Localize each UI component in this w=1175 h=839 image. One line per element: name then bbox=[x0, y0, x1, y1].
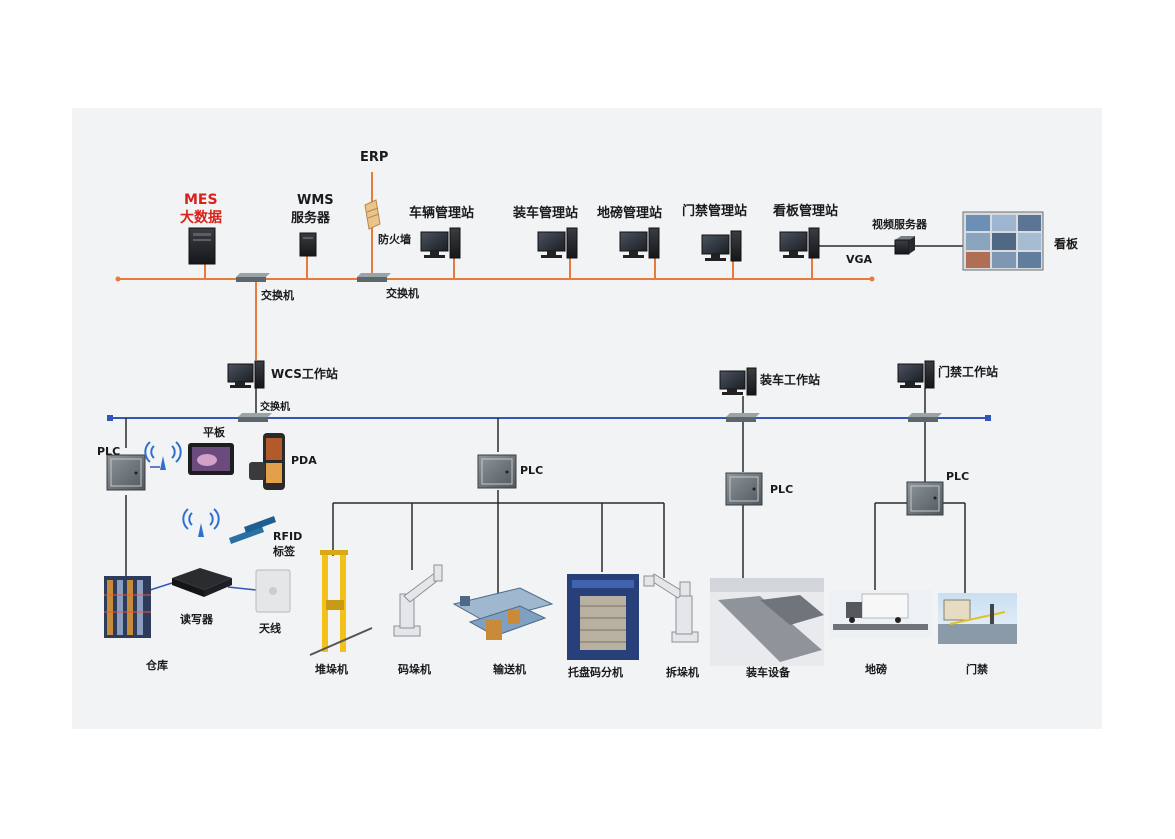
upper-network-bus bbox=[115, 172, 875, 360]
mes-server-icon bbox=[188, 227, 216, 265]
video-server-icon bbox=[894, 236, 915, 255]
vehicle-station-label: 车辆管理站 bbox=[409, 206, 475, 221]
field-wires bbox=[125, 385, 966, 595]
gate-station-computer-icon bbox=[701, 230, 742, 262]
stacker-label: 堆垛机 bbox=[315, 663, 348, 676]
antenna-label: 天线 bbox=[259, 622, 281, 635]
erp-label: ERP bbox=[360, 150, 389, 165]
switch-icon bbox=[726, 413, 760, 422]
wcs-station-label: WCS工作站 bbox=[271, 367, 338, 381]
wifi-icon bbox=[182, 508, 220, 537]
switch-icon bbox=[908, 413, 942, 422]
reader-label: 读写器 bbox=[180, 613, 213, 626]
vga-label: VGA bbox=[846, 253, 873, 266]
tablet-label: 平板 bbox=[203, 426, 225, 439]
board-station-label: 看板管理站 bbox=[773, 204, 839, 219]
firewall-label: 防火墙 bbox=[378, 233, 411, 246]
gate-work-station-label: 门禁工作站 bbox=[938, 365, 999, 379]
weighbridge-image bbox=[829, 590, 932, 638]
gate-image bbox=[938, 593, 1017, 644]
pda-label: PDA bbox=[291, 454, 317, 467]
wms-server-icon bbox=[299, 232, 317, 257]
vehicle-station-computer-icon bbox=[420, 227, 461, 259]
plc-label: PLC bbox=[946, 470, 970, 483]
plc-label: PLC bbox=[97, 445, 121, 458]
conveyor-label: 输送机 bbox=[493, 663, 526, 676]
gate-work-station-computer-icon bbox=[897, 360, 935, 389]
weighbridge-station-computer-icon bbox=[619, 227, 660, 259]
plc-cabinet-icon bbox=[725, 472, 763, 506]
pallet-dispenser-label: 托盘码分机 bbox=[568, 666, 623, 679]
antenna-icon bbox=[255, 569, 291, 613]
plc-label: PLC bbox=[520, 464, 544, 477]
switch-icon bbox=[357, 273, 391, 282]
pda-icon bbox=[249, 433, 285, 490]
plc-cabinet-icon bbox=[106, 454, 146, 491]
wcs-station-computer-icon bbox=[227, 360, 265, 389]
loading-equipment-label: 装车设备 bbox=[746, 666, 790, 679]
warehouse-image bbox=[104, 576, 151, 638]
palletizer-robot-image bbox=[393, 564, 443, 637]
plc-label: PLC bbox=[770, 483, 794, 496]
board-label: 看板 bbox=[1054, 237, 1079, 251]
rfid-tag-label: 标签 bbox=[273, 545, 295, 558]
rfid-tag-icon bbox=[229, 516, 276, 544]
rfid-label: RFID bbox=[273, 530, 303, 543]
gate-label: 门禁 bbox=[966, 663, 988, 676]
firewall-icon bbox=[364, 199, 381, 230]
rfid-wires bbox=[149, 466, 257, 591]
conveyor-image bbox=[452, 587, 554, 640]
mes-label: MES bbox=[184, 192, 218, 208]
gate-station-label: 门禁管理站 bbox=[682, 204, 748, 219]
loading-work-station-computer-icon bbox=[719, 367, 757, 396]
video-server-label: 视频服务器 bbox=[872, 218, 927, 231]
loading-station-label: 装车管理站 bbox=[513, 206, 579, 221]
board-station-computer-icon bbox=[779, 227, 820, 259]
depalletizer-label: 拆垛机 bbox=[666, 666, 699, 679]
switch-icon bbox=[238, 413, 272, 422]
loading-station-computer-icon bbox=[537, 227, 578, 259]
big-data-label: 大数据 bbox=[180, 210, 222, 226]
stacker-crane-image bbox=[309, 550, 373, 656]
wms-label: WMS bbox=[297, 193, 334, 208]
plc-cabinet-icon bbox=[906, 481, 944, 516]
switch-label: 交换机 bbox=[260, 402, 290, 413]
switch-icon bbox=[236, 273, 270, 282]
video-wall-icon bbox=[962, 211, 1044, 271]
tablet-icon bbox=[188, 443, 234, 475]
switch-label: 交换机 bbox=[261, 289, 294, 302]
rfid-reader-icon bbox=[172, 568, 232, 597]
wifi-icon bbox=[144, 441, 182, 470]
palletizer-label: 码垛机 bbox=[398, 663, 431, 676]
weighbridge-label: 地磅 bbox=[865, 663, 887, 676]
switch-label: 交换机 bbox=[386, 287, 419, 300]
pallet-dispenser-image bbox=[567, 574, 639, 660]
warehouse-label: 仓库 bbox=[146, 659, 168, 672]
plc-cabinet-icon bbox=[477, 454, 517, 489]
loading-work-station-label: 装车工作站 bbox=[760, 373, 821, 387]
wms-server-label: 服务器 bbox=[291, 211, 331, 226]
loading-equipment-image bbox=[710, 578, 824, 666]
weighbridge-station-label: 地磅管理站 bbox=[597, 206, 663, 221]
depalletizer-robot-image bbox=[643, 573, 699, 643]
